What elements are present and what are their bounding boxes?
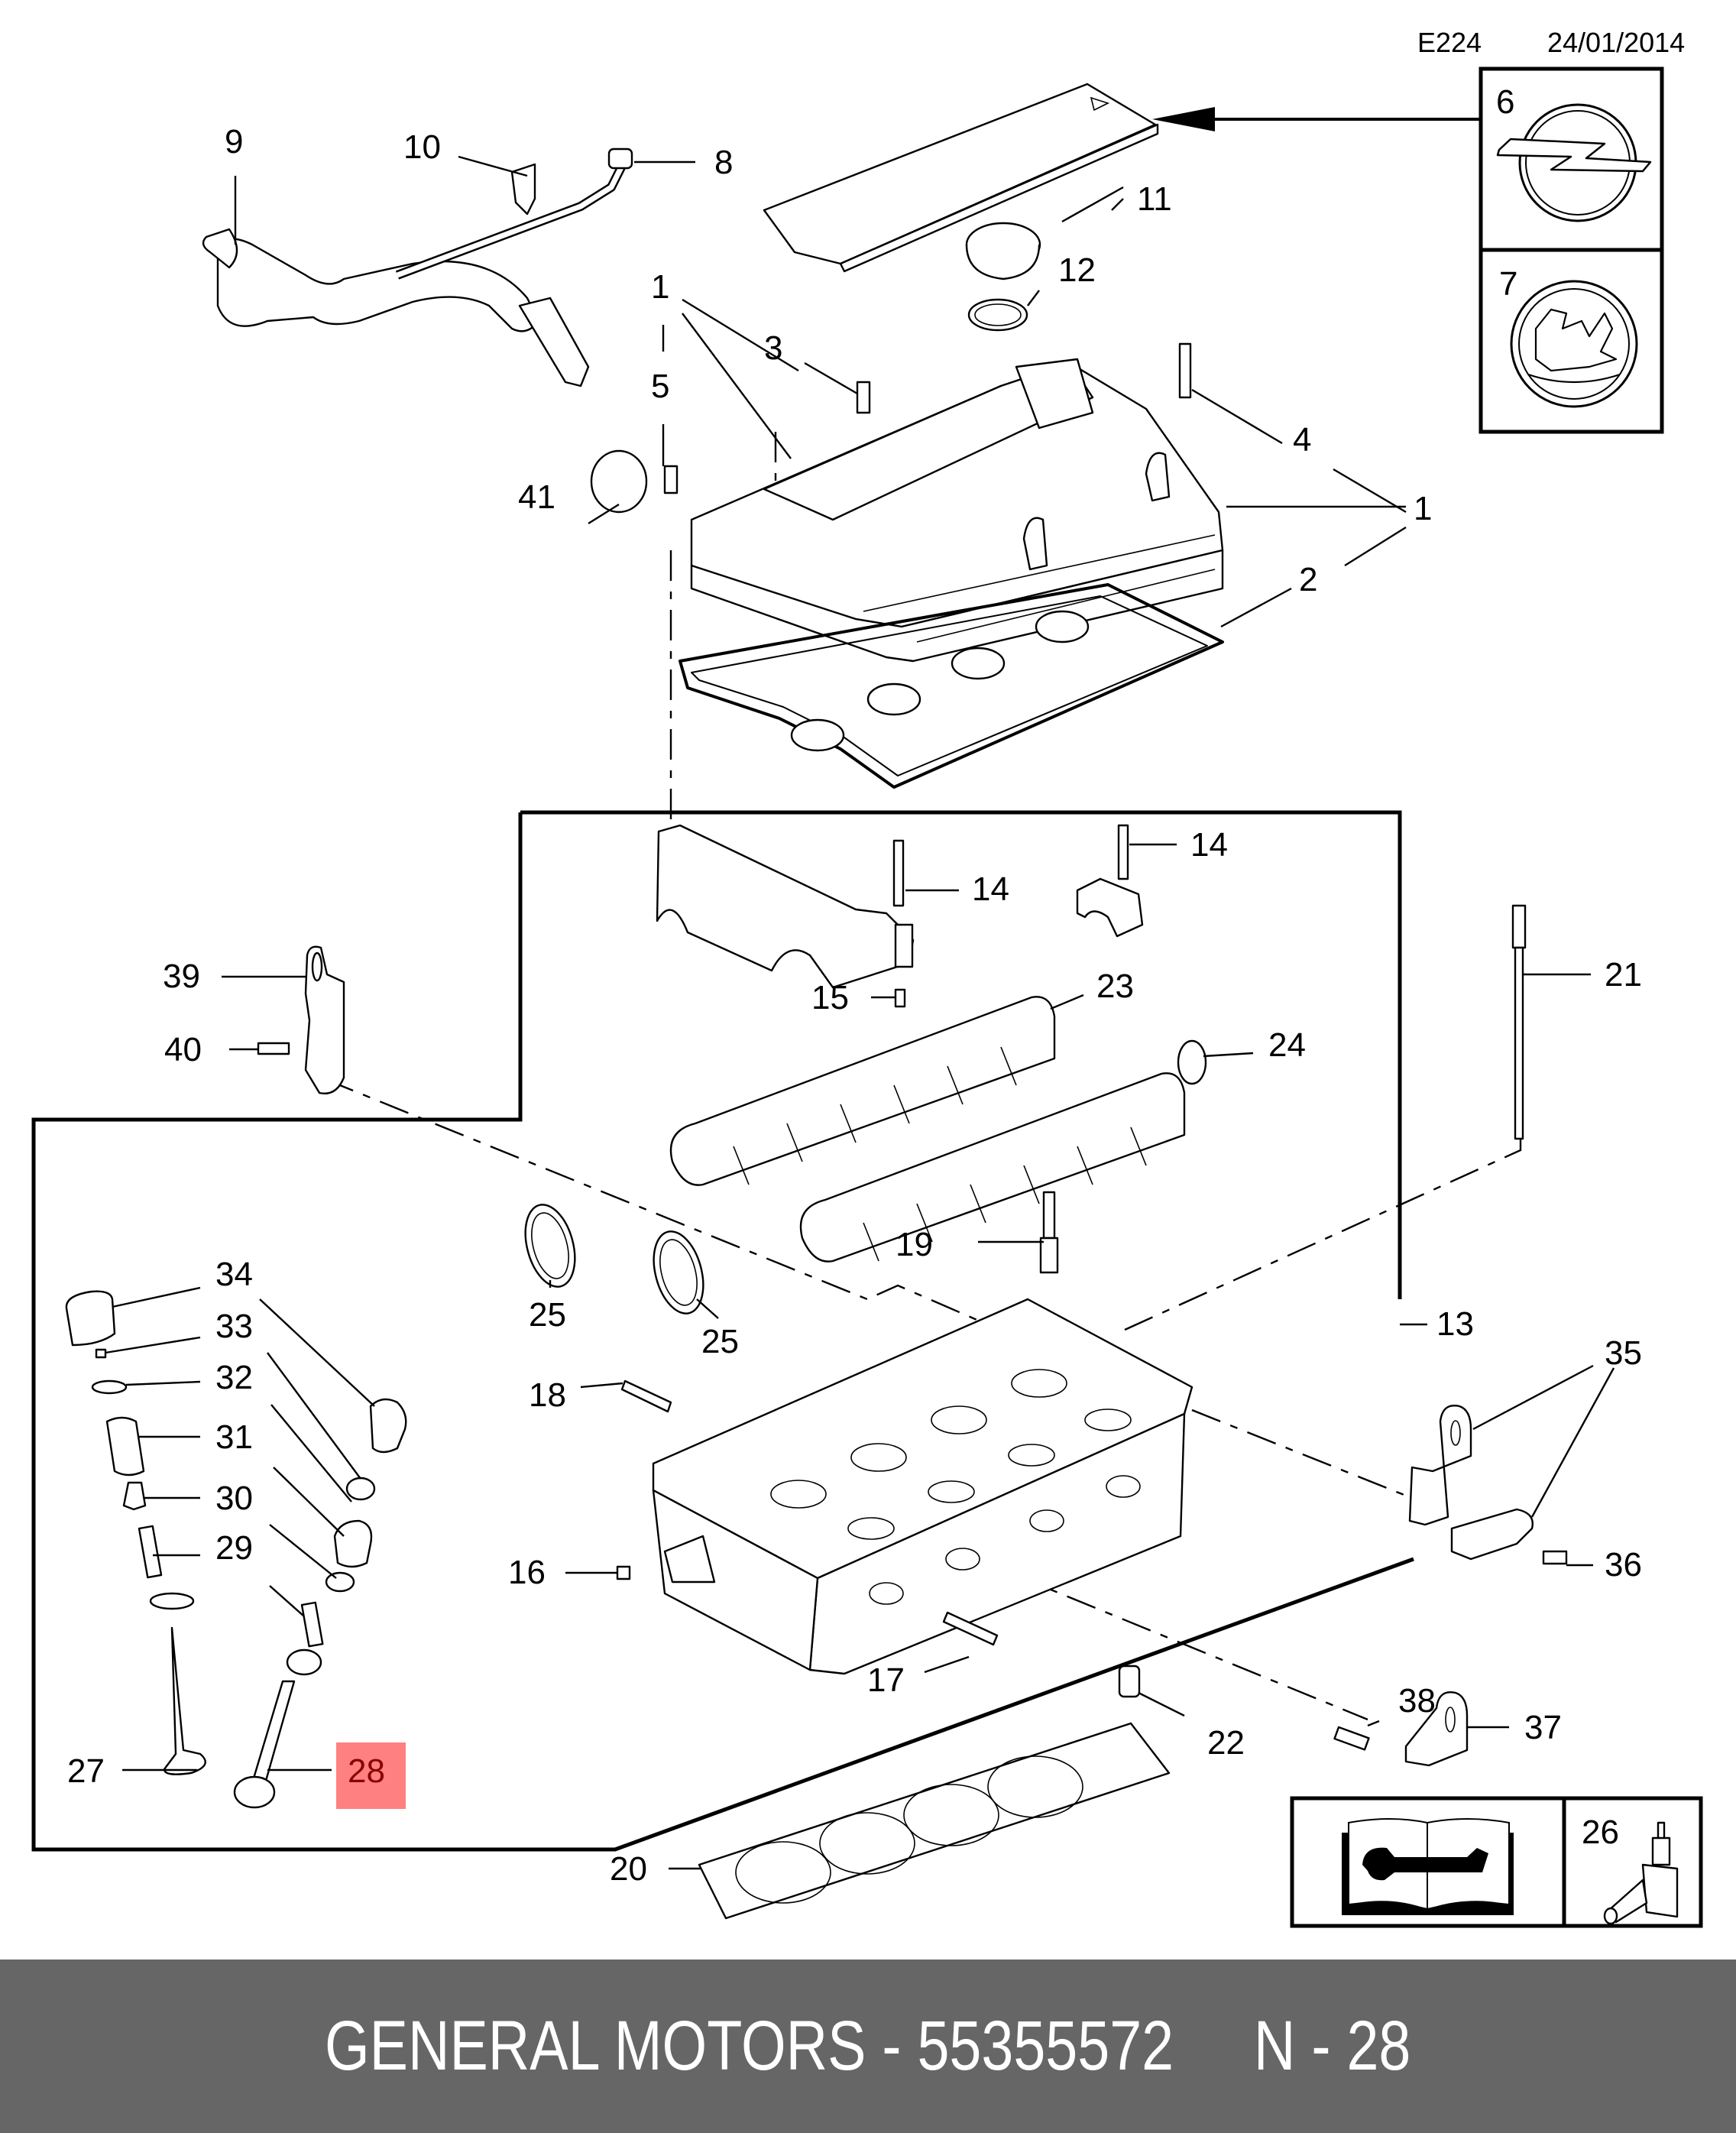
sealant-bottle-icon bbox=[1603, 1821, 1679, 1925]
callout-3[interactable]: 3 bbox=[764, 329, 782, 367]
callout-33[interactable]: 33 bbox=[215, 1308, 253, 1345]
callout-30[interactable]: 30 bbox=[215, 1480, 253, 1517]
callout-29[interactable]: 29 bbox=[215, 1529, 253, 1567]
callout-28[interactable]: 28 bbox=[348, 1752, 385, 1790]
callout-1-right[interactable]: 1 bbox=[1414, 490, 1432, 527]
info-box: 26 bbox=[1290, 1796, 1703, 1928]
service-manual-wrench-icon bbox=[1342, 1818, 1514, 1915]
spark-plug bbox=[1039, 1191, 1059, 1274]
callout-5[interactable]: 5 bbox=[651, 368, 669, 405]
camshaft-cover bbox=[690, 358, 1224, 663]
callout-40[interactable]: 40 bbox=[164, 1031, 202, 1068]
cylinder-head-gasket bbox=[698, 1722, 1171, 1920]
callout-26[interactable]: 26 bbox=[1582, 1814, 1619, 1851]
callout-8[interactable]: 8 bbox=[714, 144, 733, 181]
callout-14-right[interactable]: 14 bbox=[1190, 826, 1228, 864]
callout-labels: 9 10 8 1 5 41 3 11 12 4 1 2 14 14 15 23 … bbox=[67, 123, 1642, 1888]
callout-12[interactable]: 12 bbox=[1058, 251, 1096, 289]
callout-36[interactable]: 36 bbox=[1605, 1546, 1642, 1584]
cylinder-head bbox=[652, 1298, 1194, 1675]
highlighted-callout-28[interactable]: 28 bbox=[336, 1742, 406, 1809]
callout-20[interactable]: 20 bbox=[610, 1850, 647, 1888]
leader-lines bbox=[105, 155, 1615, 1870]
callout-41[interactable]: 41 bbox=[518, 478, 555, 516]
callout-22[interactable]: 22 bbox=[1207, 1724, 1245, 1762]
callout-32[interactable]: 32 bbox=[215, 1359, 253, 1396]
callout-16[interactable]: 16 bbox=[508, 1554, 546, 1591]
footer-bar: GENERAL MOTORS - 55355572 N - 28 bbox=[0, 1960, 1736, 2133]
callout-10[interactable]: 10 bbox=[403, 128, 441, 166]
callout-18[interactable]: 18 bbox=[529, 1376, 566, 1414]
callout-23[interactable]: 23 bbox=[1096, 968, 1134, 1005]
crankcase-vent-hose bbox=[202, 147, 648, 514]
callout-35[interactable]: 35 bbox=[1605, 1334, 1642, 1372]
callout-19[interactable]: 19 bbox=[896, 1226, 933, 1263]
dowel-sleeve bbox=[1118, 1665, 1141, 1698]
studs bbox=[616, 1379, 999, 1646]
camshaft-bearing-carrier bbox=[656, 824, 1144, 1008]
callout-6[interactable]: 6 bbox=[1496, 83, 1514, 121]
highlight-box bbox=[336, 1742, 406, 1809]
valve-cover-trim bbox=[763, 83, 1159, 273]
camshafts bbox=[669, 996, 1207, 1263]
callout-14-left[interactable]: 14 bbox=[972, 870, 1009, 908]
callout-1-left[interactable]: 1 bbox=[651, 268, 669, 306]
emblem-box: 6 7 bbox=[1152, 66, 1664, 434]
callout-4[interactable]: 4 bbox=[1293, 421, 1311, 459]
bracket-39 bbox=[257, 945, 345, 1094]
callout-11[interactable]: 11 bbox=[1137, 180, 1172, 218]
callout-2[interactable]: 2 bbox=[1299, 561, 1317, 598]
head-bolt bbox=[1511, 904, 1527, 1140]
valve-cover-gasket bbox=[679, 583, 1224, 789]
callout-37[interactable]: 37 bbox=[1524, 1709, 1562, 1746]
callout-25-left[interactable]: 25 bbox=[529, 1296, 566, 1334]
diagram-code: E224 bbox=[1417, 27, 1482, 58]
callout-31[interactable]: 31 bbox=[215, 1418, 253, 1456]
valve-train-parts bbox=[65, 1290, 407, 1809]
bolts-3-4-5 bbox=[663, 342, 1192, 494]
diagram-date: 24/01/2014 bbox=[1547, 27, 1685, 58]
callout-39[interactable]: 39 bbox=[163, 958, 200, 995]
opel-logo-icon bbox=[1496, 103, 1652, 222]
vauxhall-griffin-icon bbox=[1510, 280, 1638, 408]
callout-34[interactable]: 34 bbox=[215, 1256, 253, 1293]
callout-24[interactable]: 24 bbox=[1268, 1026, 1306, 1064]
group-frame bbox=[520, 810, 1402, 1299]
arrow-icon bbox=[1152, 107, 1215, 131]
callout-15[interactable]: 15 bbox=[811, 979, 849, 1016]
callout-13[interactable]: 13 bbox=[1436, 1305, 1474, 1343]
callout-9[interactable]: 9 bbox=[225, 123, 243, 160]
callout-7[interactable]: 7 bbox=[1499, 265, 1517, 303]
callout-27[interactable]: 27 bbox=[67, 1752, 105, 1790]
callout-21[interactable]: 21 bbox=[1605, 956, 1642, 994]
footer-part-number: GENERAL MOTORS - 55355572 N - 28 bbox=[325, 2007, 1411, 2085]
oil-filler-cap bbox=[965, 222, 1041, 332]
callout-38[interactable]: 38 bbox=[1398, 1682, 1436, 1720]
lifting-brackets bbox=[1333, 1405, 1568, 1767]
callout-17[interactable]: 17 bbox=[867, 1661, 905, 1699]
camshaft-seals bbox=[524, 1204, 704, 1314]
exploded-parts-diagram: E224 24/01/2014 6 7 26 bbox=[31, 27, 1703, 1928]
callout-25-right[interactable]: 25 bbox=[701, 1323, 739, 1360]
